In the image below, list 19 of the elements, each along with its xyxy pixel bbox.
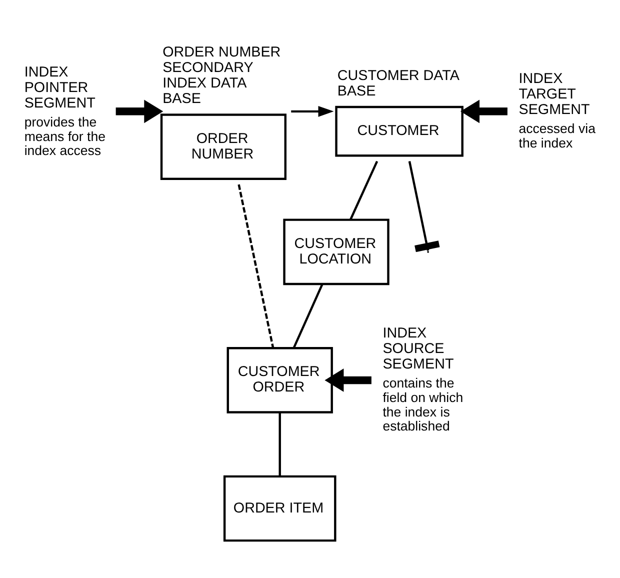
node-box: CUSTOMER: [335, 105, 464, 156]
node-label: CUSTOMER DATA BASE: [337, 67, 460, 99]
arrow: [324, 368, 372, 392]
node-text: INDEX SOURCE SEGMENT contains the field on which the index is established: [382, 325, 464, 434]
node-box: ORDER ITEM: [223, 474, 336, 542]
arrow: [291, 106, 334, 116]
arrow: [460, 99, 508, 123]
connector: [349, 160, 378, 220]
arrow: [116, 99, 164, 123]
connector: [292, 283, 324, 348]
node-box: CUSTOMER ORDER: [226, 346, 333, 413]
node-label: ORDER NUMBER SECONDARY INDEX DATA BASE: [162, 44, 281, 107]
connector: [408, 160, 430, 250]
connector: [278, 412, 281, 476]
node-text: INDEX TARGET SEGMENT accessed via the index: [518, 70, 596, 150]
node-box: CUSTOMER LOCATION: [283, 218, 390, 285]
connector: [238, 184, 274, 348]
node-box: ORDER NUMBER: [160, 113, 286, 180]
node-text: INDEX POINTER SEGMENT provides the means for the index access: [24, 64, 106, 158]
